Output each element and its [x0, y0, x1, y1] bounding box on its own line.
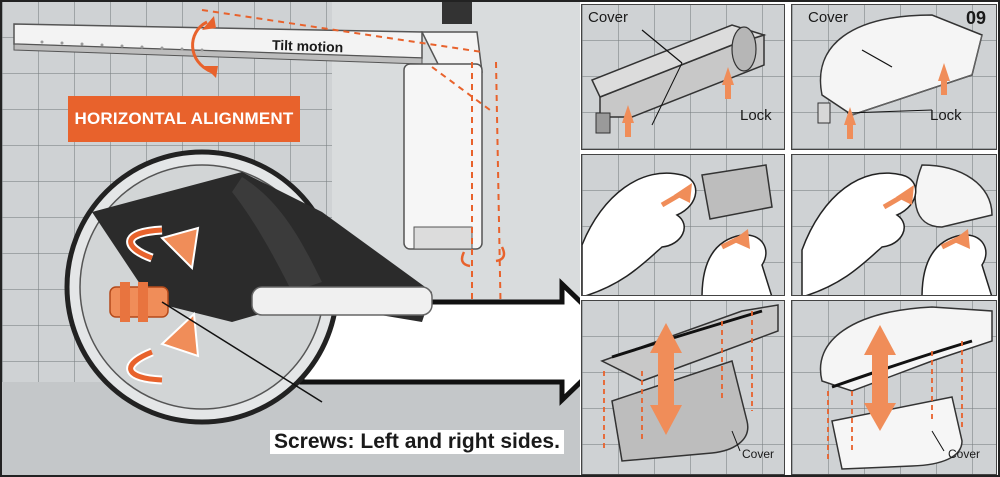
tilt-arrow	[191, 20, 213, 74]
thumb-6-cover-label: Cover	[948, 447, 981, 461]
screws-caption: Screws: Left and right sides.	[270, 430, 564, 454]
thumb-1: Cover Lock	[581, 4, 785, 150]
tilt-motion-label: Tilt motion	[271, 36, 344, 56]
thumb-2-cover-label: Cover	[808, 9, 849, 26]
main-illustration-drawing	[2, 2, 580, 475]
thumb-2-drawing	[817, 14, 983, 139]
thumb-1-lock-label: Lock	[740, 107, 772, 124]
step-number: 09	[966, 8, 987, 28]
horizontal-alignment-badge: HORIZONTAL ALIGNMENT	[68, 96, 300, 142]
main-illustration: Tilt motion HORIZONTAL ALIGNMENT Screws:…	[2, 2, 580, 475]
thumb-1-drawing	[590, 24, 767, 137]
thumb-4-drawing	[801, 164, 993, 295]
thumb-6: Cover	[791, 300, 997, 475]
thumb-5-cover-label: Cover	[742, 447, 775, 461]
thumb-3-drawing	[582, 164, 773, 295]
thumb-3	[581, 154, 785, 296]
shower-arm	[403, 2, 483, 250]
thumb-6-drawing	[819, 306, 993, 470]
thumb-5-drawing	[600, 304, 779, 462]
thumb-5: Cover	[581, 300, 785, 475]
badge-title: HORIZONTAL ALIGNMENT	[74, 109, 294, 128]
thumb-4	[791, 154, 997, 296]
thumb-2: Cover Lock	[791, 4, 997, 150]
thumb-2-lock-label: Lock	[930, 107, 962, 124]
thumb-1-cover-label: Cover	[588, 9, 629, 26]
shower-head	[13, 23, 423, 65]
magnifier-circle	[64, 149, 433, 425]
